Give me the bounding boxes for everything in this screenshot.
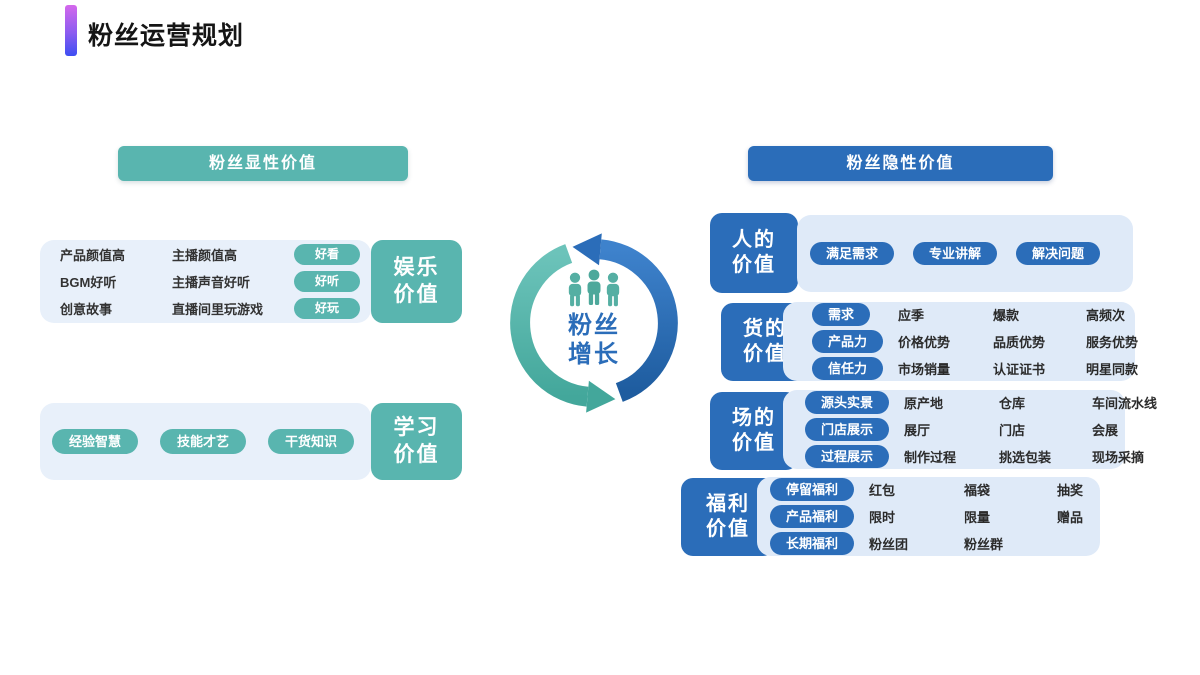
value-box-line: 价值 [393,442,440,466]
benefit-value-panel: 停留福利 红包 福袋 抽奖 产品福利 限时 限量 赠品 长期福利 粉丝团 粉丝群 [757,477,1100,556]
place-value-panel: 源头实景 原产地 仓库 车间流水线 门店展示 展厅 门店 会展 过程展示 制作过… [783,390,1157,469]
value-pill: 满足需求 [810,242,895,265]
grid-cell: 限量 [964,510,991,525]
right-section-header: 粉丝隐性价值 [748,146,1053,181]
entertainment-row: BGM好听 主播声音好听 好听 [40,271,371,293]
value-box-line: 价值 [393,282,440,306]
entertainment-item: 产品颜值高 [60,248,126,263]
grid-cell: 车间流水线 [1092,396,1158,411]
left-section-header: 粉丝显性价值 [118,146,408,181]
grid-cell: 明星同款 [1086,362,1139,377]
value-pill: 产品力 [812,330,884,353]
goods-value-panel: 需求 应季 爆款 高频次 产品力 价格优势 品质优势 服务优势 信任力 市场销量… [783,302,1139,381]
entertainment-item: 主播颜值高 [172,248,238,263]
grid-cell: 品质优势 [993,335,1046,350]
grid-cell: 市场销量 [898,362,951,377]
value-box-line: 价值 [743,343,787,365]
entertainment-panel: 产品颜值高 主播颜值高 好看 BGM好听 主播声音好听 好听 创意故事 直播间里… [40,240,371,323]
value-box-line: 场的 [732,407,776,429]
grid-cell: 会展 [1092,423,1119,438]
entertainment-row: 创意故事 直播间里玩游戏 好玩 [40,298,371,320]
grid-cell: 展厅 [904,423,931,438]
entertainment-item: 创意故事 [60,302,113,317]
grid-cell: 抽奖 [1057,483,1084,498]
grid-cell: 福袋 [964,483,991,498]
entertainment-row: 产品颜值高 主播颜值高 好看 [40,244,371,266]
teal-arc [510,244,616,413]
value-pill: 信任力 [812,357,884,380]
blue-arc [572,233,678,402]
value-pill: 停留福利 [770,478,855,501]
tag-pill: 好听 [294,271,360,292]
value-box-line: 学习 [393,416,440,440]
entertainment-item: 主播声音好听 [172,275,251,290]
grid-cell: 认证证书 [993,362,1046,377]
grid-cell: 赠品 [1057,510,1084,525]
tag-pill: 好玩 [294,298,360,319]
grid-cell: 粉丝群 [964,537,1004,552]
learning-value-box: 学习 价值 [371,403,462,480]
grid-cell: 挑选包装 [999,450,1052,465]
page-title: 粉丝运营规划 [88,22,245,50]
value-pill: 长期福利 [770,532,855,555]
value-box-line: 货的 [743,318,787,340]
tag-pill: 好看 [294,244,360,265]
entertainment-item: BGM好听 [60,275,117,290]
grid-cell: 粉丝团 [869,537,909,552]
title-accent-bar [65,5,77,56]
value-pill: 源头实景 [805,391,890,414]
value-pill: 产品福利 [770,505,855,528]
grid-cell: 原产地 [904,396,944,411]
grid-cell: 现场采摘 [1092,450,1145,465]
growth-cycle-diagram [510,233,678,413]
people-value-label: 人的 价值 [710,213,798,293]
grid-cell: 应季 [898,308,925,323]
entertainment-item: 直播间里玩游戏 [172,302,264,317]
learning-pill: 经验智慧 [52,429,139,454]
entertainment-value-box: 娱乐 价值 [371,240,462,323]
value-pill: 过程展示 [805,445,890,468]
grid-cell: 爆款 [993,308,1020,323]
grid-cell: 服务优势 [1086,335,1139,350]
growth-label-line: 增长 [568,340,620,368]
value-pill: 专业讲解 [913,242,998,265]
grid-cell: 高频次 [1086,308,1126,323]
value-box-line: 福利 [706,493,750,515]
learning-pill: 干货知识 [268,429,355,454]
value-pill: 解决问题 [1016,242,1101,265]
growth-label: 粉丝 增长 [544,312,644,370]
grid-cell: 仓库 [999,396,1026,411]
value-box-line: 价值 [732,254,776,276]
grid-cell: 门店 [999,423,1026,438]
people-icon [568,269,620,307]
value-box-line: 人的 [732,229,776,251]
grid-cell: 制作过程 [904,450,957,465]
learning-panel: 经验智慧 技能才艺 干货知识 [40,403,371,480]
grid-cell: 价格优势 [898,335,951,350]
value-pill: 门店展示 [805,418,890,441]
value-box-line: 价值 [706,518,750,540]
growth-label-line: 粉丝 [568,312,620,339]
learning-pill: 技能才艺 [160,429,247,454]
people-value-panel: 满足需求 专业讲解 解决问题 [797,215,1133,292]
value-pill: 需求 [812,303,871,326]
value-box-line: 价值 [732,432,776,454]
grid-cell: 限时 [869,510,896,525]
value-box-line: 娱乐 [393,256,440,280]
grid-cell: 红包 [869,483,896,498]
